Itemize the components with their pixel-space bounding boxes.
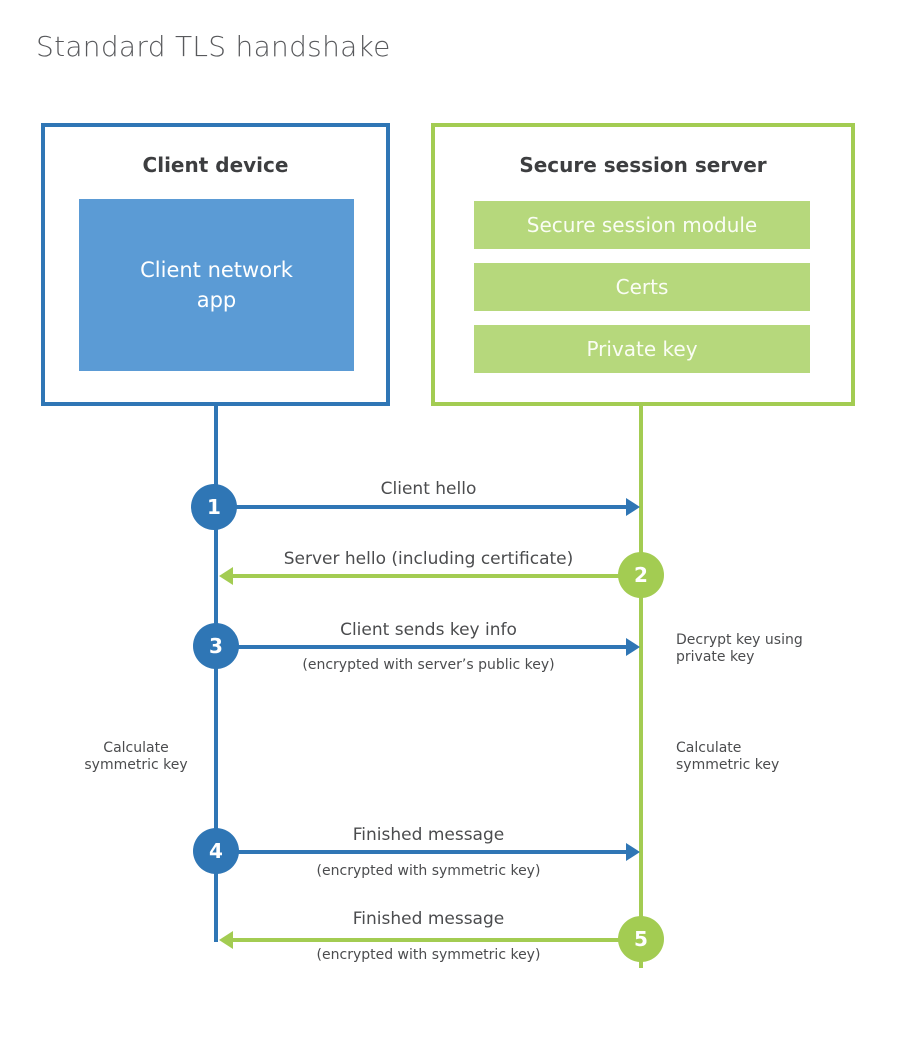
step-badge-2: 2	[618, 552, 664, 598]
client-lifeline	[214, 406, 218, 942]
server-module-secure-session: Secure session module	[474, 201, 810, 249]
message-label-key-info: Client sends key info	[340, 620, 517, 640]
arrow-server-hello	[219, 567, 641, 585]
message-sublabel-finished-client: (encrypted with symmetric key)	[316, 863, 541, 879]
arrowhead-right-icon	[626, 638, 640, 656]
arrow-finished-client	[216, 843, 640, 861]
step-badge-1: 1	[191, 484, 237, 530]
step-badge-4: 4	[193, 828, 239, 874]
message-label-finished-server: Finished message	[352, 909, 505, 929]
client-device-title: Client device	[142, 153, 289, 177]
arrow-finished-server	[219, 931, 641, 949]
arrowhead-left-icon	[219, 567, 233, 585]
arrowhead-left-icon	[219, 931, 233, 949]
note-calculate-symmetric-key-server: Calculate symmetric key	[676, 740, 780, 774]
message-label-server-hello: Server hello (including certificate)	[283, 549, 574, 569]
arrowhead-right-icon	[626, 843, 640, 861]
server-module-private-key: Private key	[474, 325, 810, 373]
client-network-app-box: Client network app	[79, 199, 354, 371]
secure-session-server-title: Secure session server	[519, 153, 767, 177]
message-sublabel-finished-server: (encrypted with symmetric key)	[316, 947, 541, 963]
server-lifeline	[639, 406, 643, 968]
message-label-finished-client: Finished message	[352, 825, 505, 845]
client-network-app-label: Client network app	[140, 257, 293, 312]
server-module-certs: Certs	[474, 263, 810, 311]
message-sublabel-key-info: (encrypted with server’s public key)	[302, 657, 555, 673]
arrow-key-info	[216, 638, 640, 656]
step-badge-5: 5	[618, 916, 664, 962]
arrowhead-right-icon	[626, 498, 640, 516]
step-badge-3: 3	[193, 623, 239, 669]
note-calculate-symmetric-key-client: Calculate symmetric key	[84, 740, 188, 774]
note-decrypt-key: Decrypt key using private key	[676, 632, 803, 666]
arrow-client-hello	[216, 498, 640, 516]
page-title: Standard TLS handshake	[36, 30, 391, 63]
message-label-client-hello: Client hello	[380, 479, 477, 499]
